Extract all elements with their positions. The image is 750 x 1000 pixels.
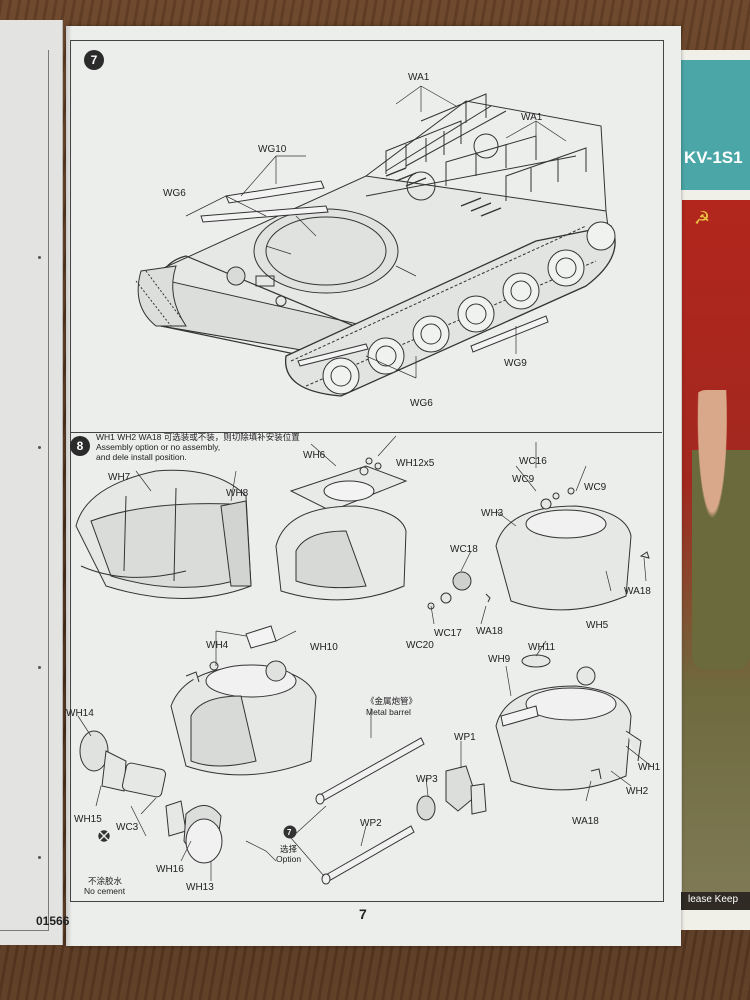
part-label-wh9: WH9: [488, 654, 511, 665]
part-label-wg6: WG6: [163, 188, 186, 199]
part-label-wh5: WH5: [586, 620, 609, 631]
turret-commander-wc: [427, 487, 650, 611]
part-label-wa18: WA18: [476, 626, 503, 637]
handrails-wa1: [385, 93, 587, 201]
part-label-wh2: WH2: [626, 786, 649, 797]
no-cement-symbol: [97, 829, 111, 843]
part-label-wp3: WP3: [416, 774, 438, 785]
option-label-cn: 选择: [280, 844, 298, 854]
tank-hull-drawing: [135, 100, 616, 397]
part-label-wa1: WA1: [408, 72, 430, 83]
part-label-wh16: WH16: [156, 864, 184, 875]
part-label-wh4: WH4: [206, 640, 229, 651]
part-label-wp2: WP2: [360, 818, 382, 829]
step-divider: [70, 432, 662, 433]
turret-roof-wh6: [275, 457, 408, 601]
metal-barrel-label-cn: 《金属炮管》: [366, 696, 418, 706]
leader-lines-step8: [77, 435, 652, 881]
part-label-wc17: WC17: [434, 628, 462, 639]
part-label-wh10: WH10: [310, 642, 338, 653]
part-label-wc9: WC9: [512, 474, 535, 485]
part-label-wh1: WH1: [638, 762, 661, 773]
previous-page-edge: [0, 20, 63, 945]
metal-barrel-label-en: Metal barrel: [366, 707, 411, 717]
part-label-wh15: WH15: [74, 814, 102, 825]
box-art-sheet: KV-1S1 ☭ lease Keep: [678, 50, 750, 930]
part-label-wa18: WA18: [572, 816, 599, 827]
box-art-title: KV-1S1: [684, 148, 743, 167]
part-label-wh7: WH7: [108, 472, 131, 483]
step-8-note-cn: WH1 WH2 WA18 可选装或不装，则切除填补安装位置: [96, 432, 300, 442]
part-label-wg9: WG9: [504, 358, 527, 369]
option-badge-number: 7: [287, 828, 292, 837]
part-label-wc3: WC3: [116, 822, 139, 833]
part-label-wh8: WH8: [226, 488, 249, 499]
assembly-drawings: [75, 85, 652, 885]
soldier-figure: [692, 390, 750, 670]
fenders-wg: [200, 180, 549, 367]
part-label-wh14: WH14: [66, 708, 94, 719]
turret-shell-wh7-wh8: [75, 469, 252, 599]
part-label-wh13: WH13: [186, 882, 214, 893]
part-label-wh12x5: WH12x5: [396, 458, 435, 469]
hammer-sickle-icon: ☭: [694, 208, 711, 228]
part-label-wg6: WG6: [410, 398, 433, 409]
binding-hole: [38, 446, 41, 449]
part-label-wa18: WA18: [624, 586, 651, 597]
part-label-wh6: WH6: [303, 450, 326, 461]
option-badge: [283, 825, 297, 839]
binding-hole: [38, 856, 41, 859]
instruction-frame: [70, 40, 664, 902]
step-8-badge: 8: [70, 436, 90, 456]
binding-hole: [38, 256, 41, 259]
step-8-note-en-2: and dele install position.: [96, 452, 187, 462]
gun-barrels: [315, 737, 425, 885]
instruction-page: 7 8 WA1 WA1 WG10 WG6 WG6 WG9 WH1 WH2 WA1…: [38, 26, 681, 946]
part-label-wc9: WC9: [584, 482, 607, 493]
turret-wh9-assembly: [416, 654, 642, 821]
part-label-wa1: WA1: [521, 112, 543, 123]
part-label-wc20: WC20: [406, 640, 434, 651]
product-code: 01566: [36, 914, 70, 928]
no-cement-label-en: No cement: [84, 886, 126, 896]
leader-lines-step7: [185, 85, 567, 379]
previous-page-frame: [0, 50, 49, 931]
page-binding: [66, 26, 72, 946]
box-art-footer-text: lease Keep: [688, 894, 739, 905]
part-label-wg10: WG10: [258, 144, 287, 155]
step-8-note-en-1: Assembly option or no assembly,: [96, 442, 221, 452]
part-label-wh11: WH11: [528, 642, 556, 653]
part-label-wc18: WC18: [450, 544, 478, 555]
part-label-wh3: WH3: [481, 508, 504, 519]
turret-wh4-assembly: [79, 625, 317, 864]
box-art-header-band: [678, 60, 750, 190]
box-art-footer: [678, 892, 750, 910]
no-cement-label-cn: 不涂胶水: [88, 876, 123, 886]
box-art-painting: ☭: [682, 200, 750, 900]
option-label-en: Option: [276, 854, 302, 864]
binding-hole: [38, 666, 41, 669]
part-label-wc16: WC16: [519, 456, 547, 467]
step-7-badge: 7: [84, 50, 104, 70]
page-number: 7: [359, 906, 367, 922]
part-label-wp1: WP1: [454, 732, 476, 743]
